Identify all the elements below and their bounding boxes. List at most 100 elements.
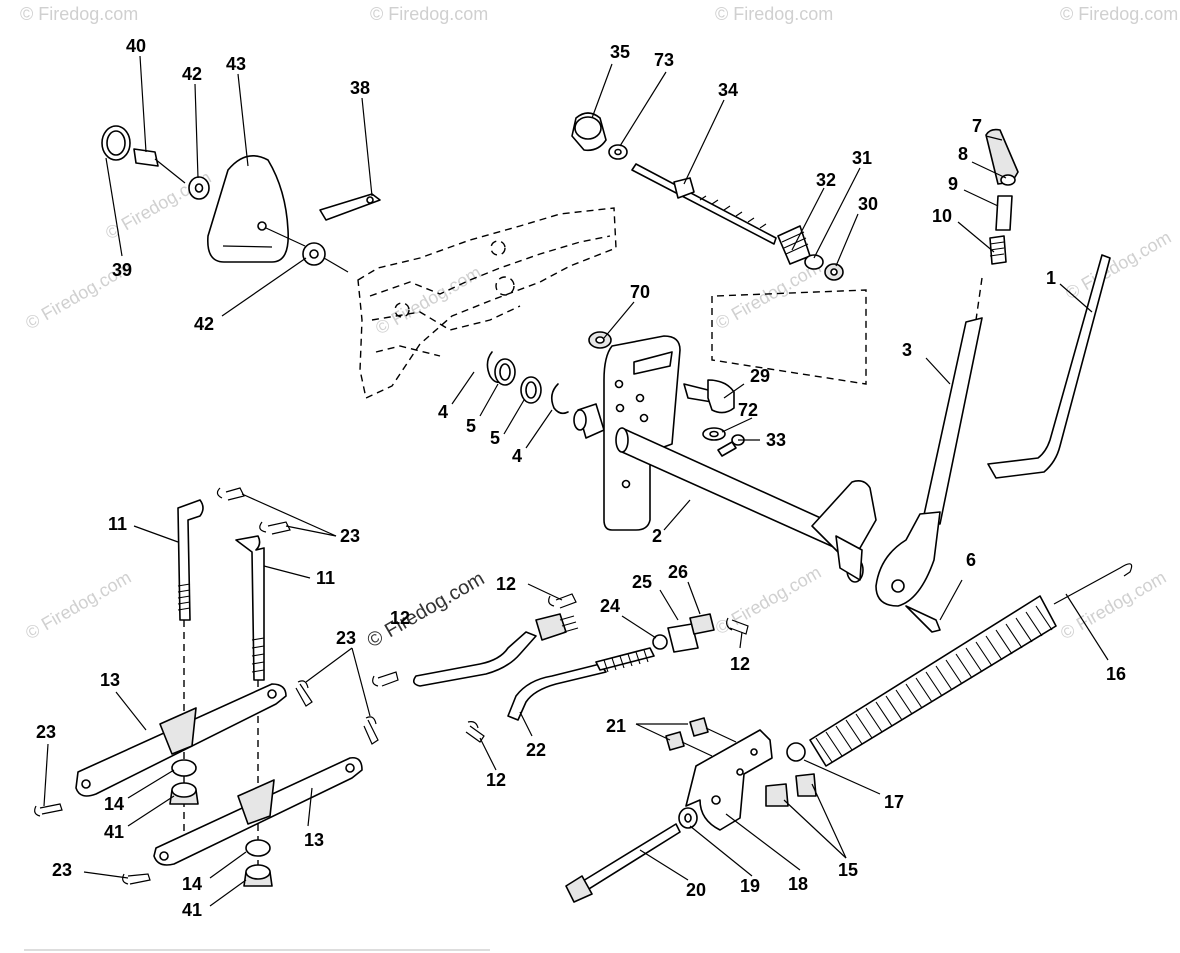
- callout-29: 29: [750, 366, 770, 386]
- watermark: © Firedog.com: [1057, 567, 1169, 643]
- callout-1: 1: [1046, 268, 1056, 288]
- pin-12a: [548, 593, 577, 609]
- callout-31: 31: [852, 148, 872, 168]
- callout-42: 42: [182, 64, 202, 84]
- callout-5: 5: [490, 428, 500, 448]
- height-knob-assembly: [101, 125, 381, 273]
- callout-14: 14: [104, 794, 124, 814]
- spring-bracket-assembly: [565, 563, 1133, 903]
- watermark: © Firedog.com: [20, 4, 138, 24]
- watermark: © Firedog.com: [22, 567, 134, 643]
- clip-4b: [550, 383, 569, 415]
- callout-26: 26: [668, 562, 688, 582]
- bolt-21a: [689, 717, 709, 737]
- callout-13: 13: [100, 670, 120, 690]
- callout-21: 21: [606, 716, 626, 736]
- watermark: © Firedog.com: [372, 262, 484, 338]
- sleeve-9: [995, 195, 1013, 231]
- callout-39: 39: [112, 260, 132, 280]
- nut-15a: [765, 783, 789, 807]
- callout-23: 23: [36, 722, 56, 742]
- lift-link-assembly-left: [34, 487, 379, 887]
- washer-24: [652, 634, 668, 650]
- callout-11: 11: [316, 568, 335, 588]
- rod-11a: [177, 499, 204, 621]
- pin-12d: [726, 617, 749, 635]
- pin-23a: [216, 487, 245, 501]
- watermark: © Firedog.com: [712, 562, 824, 638]
- callout-41: 41: [104, 822, 124, 842]
- callout-9: 9: [948, 174, 958, 194]
- callout-30: 30: [858, 194, 878, 214]
- callout-18: 18: [788, 874, 808, 894]
- callout-25: 25: [632, 572, 652, 592]
- callout-12: 12: [496, 574, 516, 594]
- callout-16: 16: [1106, 664, 1126, 684]
- leader-lines: [43, 55, 1109, 907]
- callout-34: 34: [718, 80, 738, 100]
- link-rod-22: [507, 663, 607, 721]
- screw-33: [717, 441, 737, 457]
- callout-7: 7: [972, 116, 982, 136]
- callout-42: 42: [194, 314, 214, 334]
- callout-32: 32: [816, 170, 836, 190]
- callout-3: 3: [902, 340, 912, 360]
- callout-72: 72: [738, 400, 758, 420]
- handle-3: [921, 317, 983, 525]
- bracket-18: [685, 729, 773, 831]
- washer-14b: [245, 839, 271, 857]
- callout-23: 23: [336, 628, 356, 648]
- lift-handle-assembly: [875, 128, 1019, 633]
- watermark: © Firedog.com: [370, 4, 488, 24]
- bolt-40: [133, 148, 159, 167]
- adjuster-hardware: [588, 331, 745, 457]
- callout-12: 12: [390, 608, 410, 628]
- clip-38: [319, 193, 381, 221]
- rod-11b: [235, 535, 265, 681]
- callout-10: 10: [932, 206, 952, 226]
- callout-38: 38: [350, 78, 370, 98]
- spring-16: [809, 595, 1057, 767]
- callout-labels: 40 42 43 38 39 42 35 73 34 7 8 9 10 31 3…: [36, 36, 1126, 920]
- callout-20: 20: [686, 880, 706, 900]
- pin-23e: [34, 803, 63, 817]
- callout-15: 15: [838, 860, 858, 880]
- nut-15b: [795, 773, 817, 797]
- rod-34: [631, 163, 777, 245]
- callout-12: 12: [730, 654, 750, 674]
- callout-23: 23: [52, 860, 72, 880]
- callout-12: 12: [486, 770, 506, 790]
- callout-24: 24: [600, 596, 620, 616]
- pin-6: [905, 605, 941, 633]
- callout-33: 33: [766, 430, 786, 450]
- pin-23c: [295, 680, 313, 707]
- spacer-washers: [486, 351, 569, 415]
- washer-17: [786, 742, 806, 762]
- pin-23b: [259, 521, 291, 535]
- callout-5: 5: [466, 416, 476, 436]
- callout-6: 6: [966, 550, 976, 570]
- bracket-43: [207, 154, 289, 263]
- block-26: [689, 613, 715, 635]
- pin-23f: [122, 873, 151, 885]
- pin-23d: [363, 716, 379, 745]
- lift-shaft-assembly: [573, 335, 877, 583]
- watermark: © Firedog.com: [712, 257, 824, 333]
- washer-31: [804, 254, 824, 270]
- pin-12c: [465, 721, 485, 743]
- pin-12b: [372, 671, 399, 687]
- watermark: © Firedog.com: [1062, 227, 1174, 303]
- callout-41: 41: [182, 900, 202, 920]
- callout-22: 22: [526, 740, 546, 760]
- callout-43: 43: [226, 54, 246, 74]
- frame-dashed-outline: [357, 207, 867, 400]
- callout-4: 4: [512, 446, 522, 466]
- bolt-21b: [665, 731, 685, 751]
- washer-14a: [171, 759, 197, 777]
- callout-4: 4: [438, 402, 448, 422]
- rod-1: [987, 254, 1111, 479]
- center-link-assembly: [372, 593, 749, 743]
- bolt-20: [577, 823, 681, 893]
- callout-19: 19: [740, 876, 760, 896]
